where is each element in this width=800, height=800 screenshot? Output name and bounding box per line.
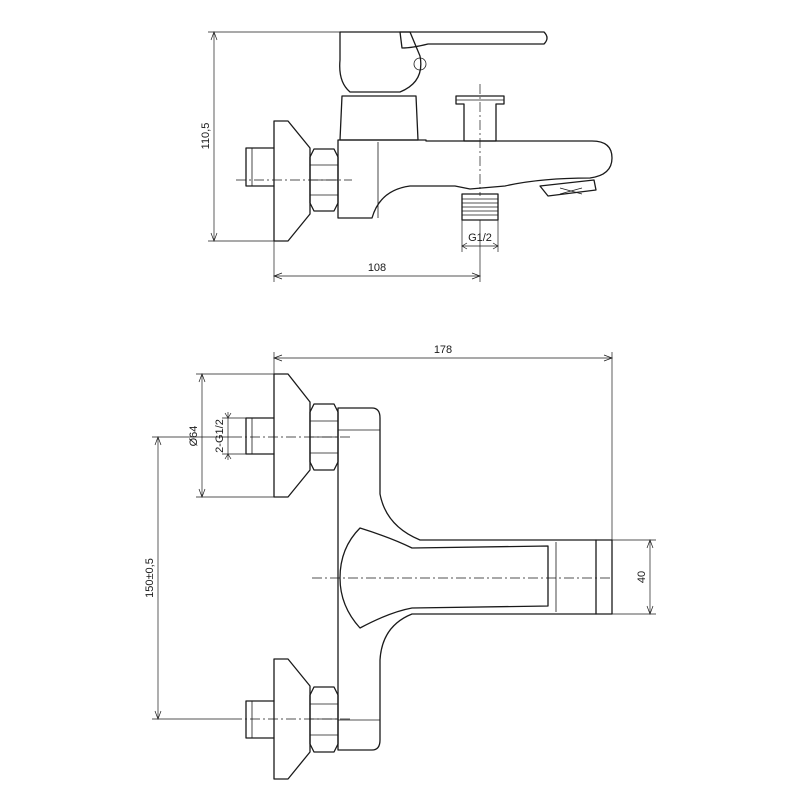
dim-height-110: 110,5 [200,31,340,242]
dim-height-label: 110,5 [200,123,212,150]
top-aerator [539,179,597,197]
dim-length-178: 178 [273,344,613,540]
dim-width-108: 108 [273,220,481,282]
dim-thread-g12: G1/2 [461,220,499,252]
front-view: 178 Ø64 2-G1/2 150±0,5 [144,344,656,780]
top-wall-flange [273,120,311,242]
top-diverter-knob [455,95,505,142]
dim-inlet-thread: 2-G1/2 [214,412,246,460]
top-cartridge [339,95,419,141]
dim-flange-diameter-label: Ø64 [188,426,200,447]
front-lower-flange [273,658,311,780]
top-handle-base [339,31,422,93]
dim-spout-height-label: 40 [636,571,648,583]
top-view: 110,5 108 G1/2 [200,31,613,282]
dim-length-label: 178 [434,344,452,356]
front-body [337,407,597,751]
front-upper-inlet [245,417,275,455]
dim-spacing-label: 150±0,5 [144,558,156,598]
dim-spout-height-40: 40 [612,539,656,615]
top-lever-handle [399,31,548,49]
dim-spacing-150: 150±0,5 [144,436,232,720]
dim-inlet-thread-label: 2-G1/2 [214,419,226,453]
dim-thread-label: G1/2 [468,232,492,244]
front-lower-inlet [245,700,275,739]
front-spout-end [595,539,613,615]
front-lower-hex-nut [309,686,339,753]
front-lever-handle [339,527,549,629]
dim-width-label: 108 [368,262,386,274]
front-upper-flange [273,373,311,498]
top-inlet-stub [245,147,275,187]
top-body [337,139,613,219]
dim-flange-diameter: Ø64 [188,373,274,498]
